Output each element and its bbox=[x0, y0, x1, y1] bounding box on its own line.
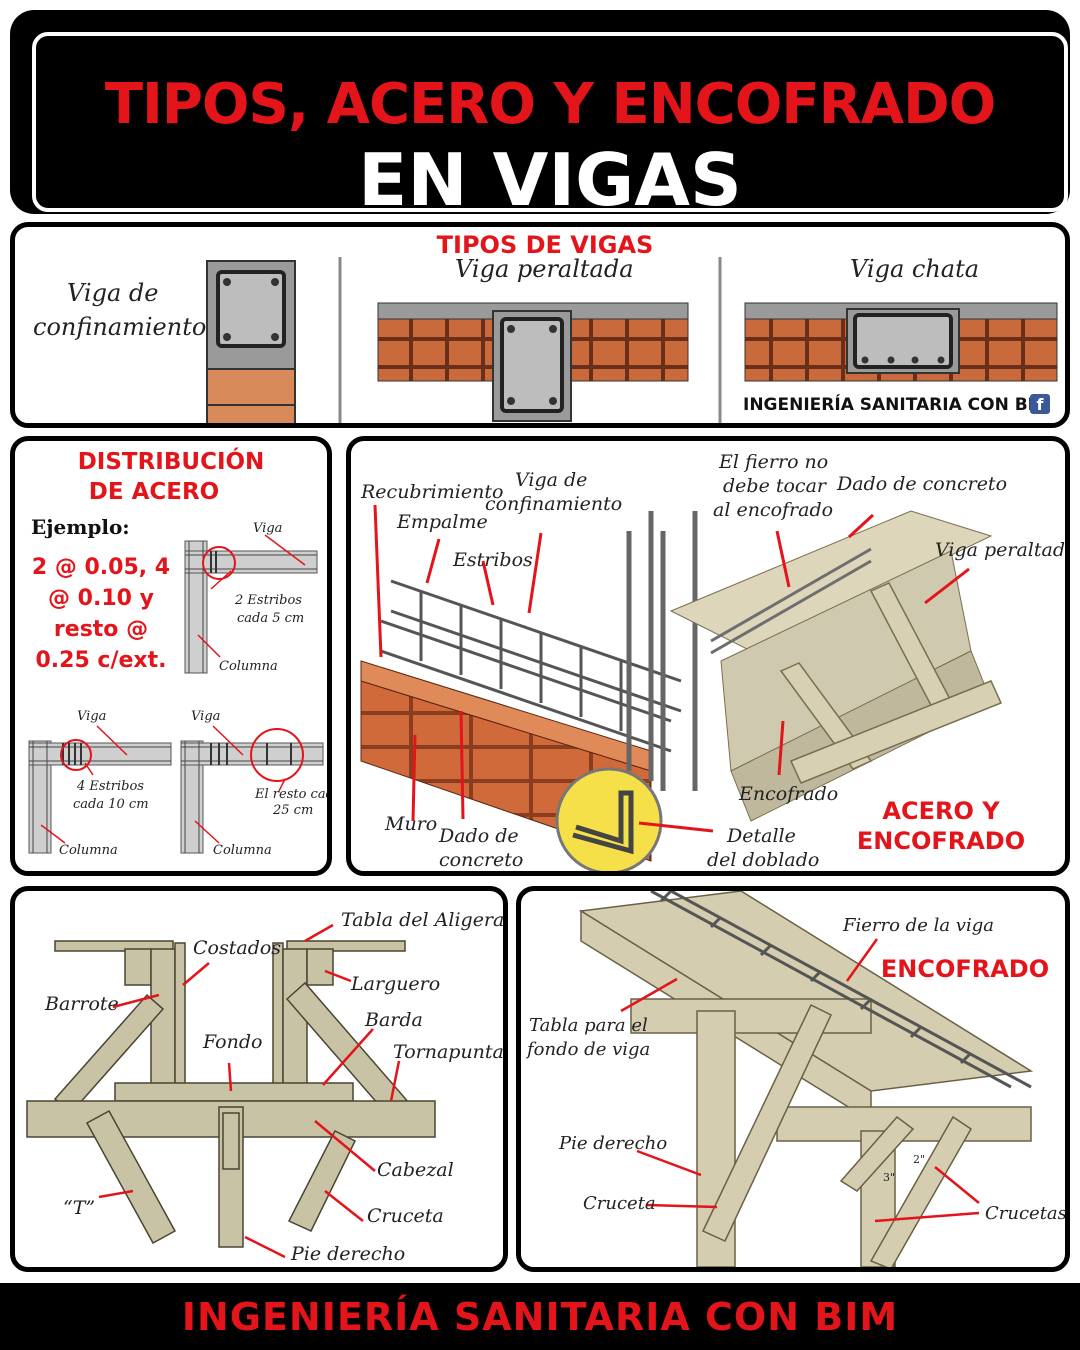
footer-brand: INGENIERÍA SANITARIA CON BIM bbox=[181, 1295, 899, 1339]
dado-concreto-label-1: Dado de bbox=[439, 825, 519, 847]
facebook-icon: f bbox=[1030, 394, 1050, 414]
encofrado-parts-illustration bbox=[26, 923, 436, 1259]
distribucion-diagrams bbox=[28, 534, 324, 854]
brand-label: INGENIERÍA SANITARIA CON BIM bbox=[743, 395, 1051, 415]
dimension-3-label: 3" bbox=[883, 1171, 896, 1184]
d2-columna-label: Columna bbox=[59, 843, 118, 858]
cabezal-label: Cabezal bbox=[377, 1159, 454, 1181]
empalme-label: Empalme bbox=[397, 511, 488, 533]
encofrado-3d-illustration bbox=[578, 891, 1034, 1267]
distribucion-heading-2: DE ACERO bbox=[88, 479, 220, 505]
acero-encofrado-heading-2: ENCOFRADO bbox=[856, 827, 1026, 855]
recubrimiento-label: Recubrimiento bbox=[361, 481, 504, 503]
barda-label: Barda bbox=[365, 1009, 423, 1031]
tornapunta-label: Tornapunta bbox=[393, 1041, 504, 1063]
t-label: “T” bbox=[63, 1197, 96, 1219]
d1-note-2: cada 5 cm bbox=[237, 611, 305, 626]
panel-encofrado-3d: Fierro de la viga ENCOFRADO Tabla para e… bbox=[516, 886, 1070, 1272]
costados-label: Costados bbox=[193, 937, 282, 959]
tipos-heading: TIPOS DE VIGAS bbox=[436, 231, 654, 259]
spec-line-1: 2 @ 0.05, 4 bbox=[31, 555, 171, 580]
viga-peraltada-3d-label: Viga peraltada bbox=[935, 539, 1070, 561]
panel-acero-encofrado: Recubrimiento Empalme Viga de confinamie… bbox=[346, 436, 1070, 876]
d1-columna-label: Columna bbox=[219, 659, 278, 674]
d2-viga-label: Viga bbox=[77, 709, 107, 724]
cruceta-label: Cruceta bbox=[367, 1205, 444, 1227]
panel-tipos-de-vigas: TIPOS DE VIGAS Viga de confinamiento Vig… bbox=[10, 222, 1070, 428]
d3-viga-label: Viga bbox=[191, 709, 221, 724]
title-line-1: TIPOS, ACERO Y ENCOFRADO bbox=[104, 72, 996, 137]
d2-note-1: 4 Estribos bbox=[77, 779, 144, 794]
title-banner: TIPOS, ACERO Y ENCOFRADO EN VIGAS bbox=[10, 10, 1070, 222]
viga-confinamiento-label-1: Viga de bbox=[67, 279, 159, 307]
d3-note-1: El resto cada bbox=[255, 787, 327, 802]
fierro-label-1: El fierro no bbox=[719, 451, 829, 473]
panel-distribucion-acero: DISTRIBUCIÓN DE ACERO Ejemplo: 2 @ 0.05,… bbox=[10, 436, 332, 876]
crucetas-label: Crucetas bbox=[985, 1203, 1067, 1224]
title-inner-frame: TIPOS, ACERO Y ENCOFRADO EN VIGAS bbox=[32, 32, 1068, 222]
ejemplo-label: Ejemplo: bbox=[31, 515, 130, 539]
detalle-label-1: Detalle bbox=[727, 825, 796, 847]
dimension-2-label: 2" bbox=[913, 1153, 926, 1166]
barrote-label: Barrote bbox=[45, 993, 119, 1015]
dado-concreto-top-label: Dado de concreto bbox=[837, 473, 1008, 495]
encofrado-label: Encofrado bbox=[739, 783, 839, 805]
encofrado-heading: ENCOFRADO bbox=[880, 955, 1050, 983]
fierro-label-2: debe tocar bbox=[723, 475, 826, 497]
acero-encofrado-heading-1: ACERO Y bbox=[882, 797, 1000, 825]
pie-derecho-3d-label: Pie derecho bbox=[559, 1133, 668, 1154]
detalle-label-2: del doblado bbox=[707, 849, 820, 871]
spec-line-2: @ 0.10 y bbox=[48, 586, 154, 611]
spec-line-4: 0.25 c/ext. bbox=[35, 648, 167, 673]
cruceta-3d-label: Cruceta bbox=[583, 1193, 656, 1214]
muro-label: Muro bbox=[385, 813, 438, 835]
tipos-diagrams bbox=[206, 257, 1058, 423]
d2-note-2: cada 10 cm bbox=[73, 797, 149, 812]
tabla-fondo-label-2: fondo de viga bbox=[527, 1039, 651, 1060]
pie-derecho-label: Pie derecho bbox=[291, 1243, 406, 1265]
dado-concreto-label-2: concreto bbox=[439, 849, 524, 871]
d3-note-2: 25 cm bbox=[273, 803, 314, 818]
d1-note-1: 2 Estribos bbox=[235, 593, 302, 608]
viga-confinamiento-label-a: Viga de bbox=[515, 469, 588, 491]
fondo-label: Fondo bbox=[203, 1031, 263, 1053]
fierro-label-3: al encofrado bbox=[713, 499, 834, 521]
tabla-aligerado-label: Tabla del Aligerado bbox=[341, 909, 505, 931]
distribucion-heading-1: DISTRIBUCIÓN bbox=[77, 449, 265, 475]
acero-encofrado-illustration bbox=[360, 504, 1003, 871]
larguero-label: Larguero bbox=[351, 973, 441, 995]
viga-peraltada-label: Viga peraltada bbox=[455, 255, 634, 283]
estribos-label: Estribos bbox=[453, 549, 533, 571]
d1-viga-label: Viga bbox=[253, 521, 283, 536]
viga-confinamiento-label-b: confinamiento bbox=[485, 493, 623, 515]
panel-partes-encofrado: Tabla del Aligerado Costados Larguero Ba… bbox=[10, 886, 508, 1272]
fierro-viga-label: Fierro de la viga bbox=[843, 915, 994, 936]
viga-confinamiento-label-2: confinamiento bbox=[33, 313, 207, 341]
d3-columna-label: Columna bbox=[213, 843, 272, 858]
footer-banner: INGENIERÍA SANITARIA CON BIM bbox=[0, 1283, 1080, 1350]
tabla-fondo-label-1: Tabla para el bbox=[529, 1015, 648, 1036]
title-line-2: EN VIGAS bbox=[358, 138, 742, 222]
viga-chata-label: Viga chata bbox=[850, 255, 980, 283]
spec-line-3: resto @ bbox=[53, 617, 149, 642]
